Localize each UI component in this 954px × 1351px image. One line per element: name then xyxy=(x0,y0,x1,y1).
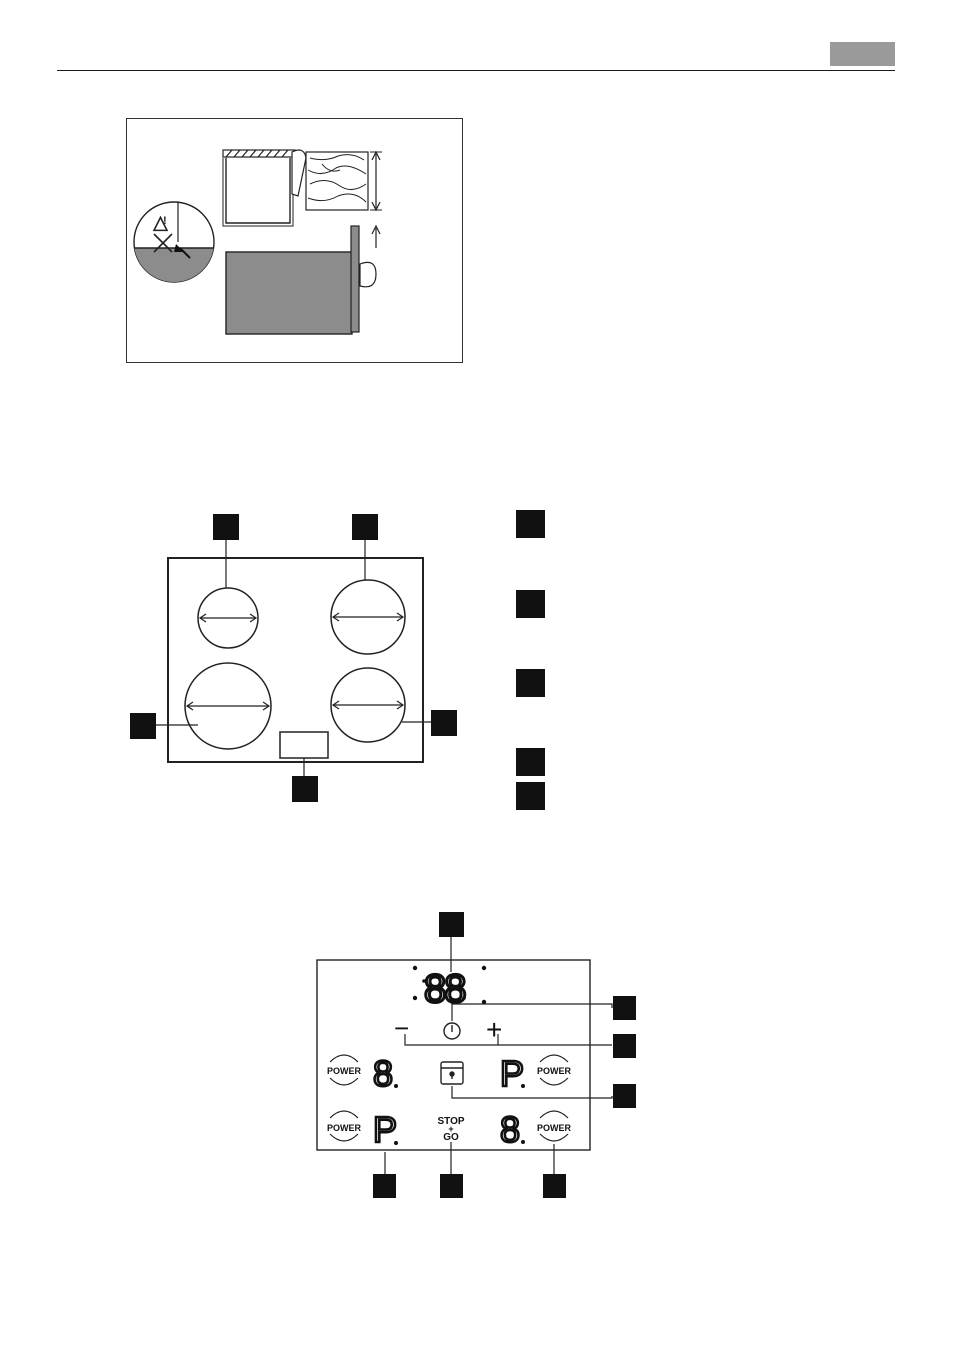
svg-text:POWER: POWER xyxy=(537,1123,572,1133)
legend-marker-2 xyxy=(516,590,545,618)
svg-text:GO: GO xyxy=(443,1132,459,1143)
zone-display-bottom-right: 8 xyxy=(500,1109,520,1150)
page-section-tab xyxy=(830,42,895,66)
svg-text:POWER: POWER xyxy=(327,1066,362,1076)
svg-text:!: ! xyxy=(163,215,167,227)
minus-button: − xyxy=(394,1013,409,1043)
zone-display-top-right: P xyxy=(500,1053,524,1094)
control-panel-figure: 88 − + POWER 8 P POWER POWER P xyxy=(316,910,640,1198)
header-rule xyxy=(57,70,895,71)
svg-text:POWER: POWER xyxy=(537,1066,572,1076)
svg-text:POWER: POWER xyxy=(327,1123,362,1133)
hob-layout-figure xyxy=(130,510,460,802)
zone-display-top-left: 8 xyxy=(373,1053,393,1094)
plus-button: + xyxy=(486,1014,502,1045)
legend-marker-3 xyxy=(516,669,545,697)
legend-marker-1 xyxy=(516,510,545,538)
installation-figure: ! xyxy=(126,118,464,364)
zone-display-bottom-left: P xyxy=(373,1109,397,1150)
legend-marker-4 xyxy=(516,748,545,776)
legend-marker-5 xyxy=(516,782,545,810)
